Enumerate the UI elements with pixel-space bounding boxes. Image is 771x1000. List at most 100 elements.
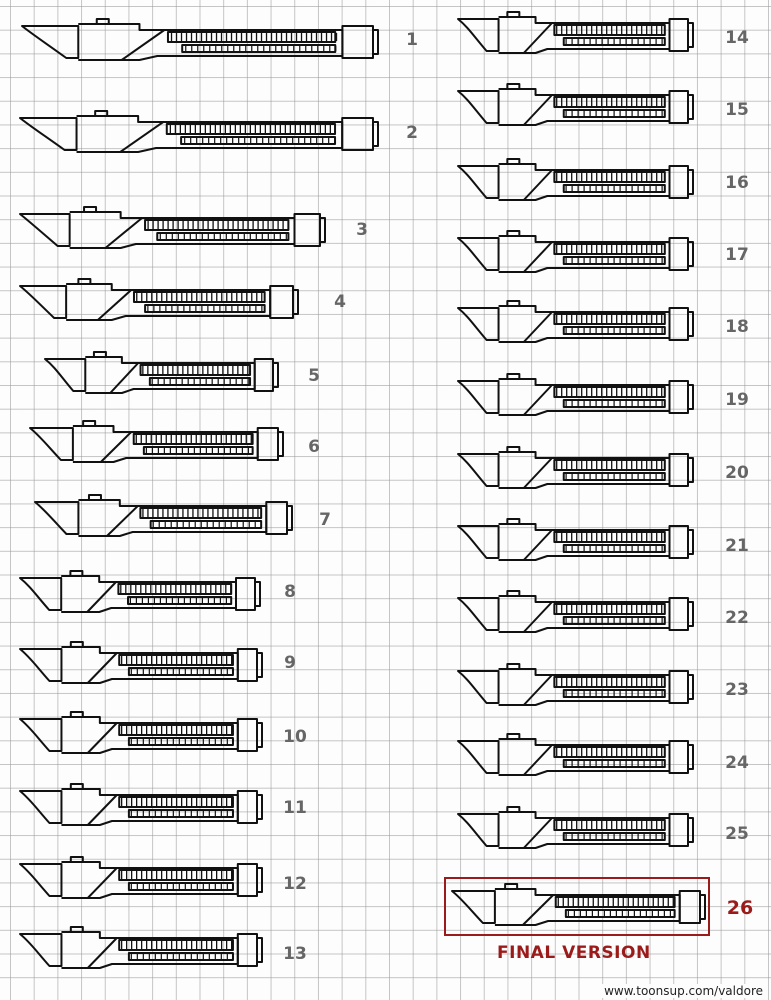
- activator-button: [69, 641, 84, 648]
- body-bevel: [97, 289, 132, 321]
- pommel: [236, 863, 259, 897]
- grip-lower: [127, 882, 234, 891]
- pommel: [265, 501, 288, 535]
- pommel: [256, 427, 280, 461]
- sketch-number: 12: [283, 874, 307, 894]
- hilt-sketch: [457, 230, 694, 273]
- pommel-cap: [256, 794, 263, 820]
- grip-upper: [132, 291, 266, 303]
- grip-lower: [562, 759, 666, 768]
- grip-lower: [562, 184, 666, 193]
- body-bevel: [523, 744, 553, 776]
- hilt-sketch: [457, 83, 694, 126]
- pommel: [668, 380, 689, 414]
- emitter-shape: [44, 358, 87, 392]
- pommel: [236, 790, 259, 824]
- grip-lower: [562, 399, 666, 408]
- emitter-shape: [451, 890, 496, 924]
- body-bevel: [523, 384, 553, 416]
- pommel-cap: [687, 169, 694, 195]
- activator-button: [83, 206, 98, 213]
- pommel-cap: [256, 937, 263, 963]
- hilt-sketch: [457, 518, 694, 561]
- grip-lower: [127, 737, 234, 746]
- grip-upper: [553, 459, 666, 471]
- pommel-cap: [256, 652, 263, 678]
- body-bevel: [523, 457, 553, 489]
- activator-button: [506, 11, 521, 18]
- sketch-number: 9: [284, 653, 296, 673]
- pommel-cap: [286, 505, 293, 531]
- grip-lower: [562, 256, 666, 265]
- body-bevel: [104, 217, 143, 249]
- body-bevel: [87, 867, 118, 899]
- grip-upper: [166, 31, 337, 43]
- activator-button: [69, 711, 84, 718]
- hilt-sketch: [19, 856, 263, 899]
- grip-lower: [562, 544, 666, 553]
- activator-button: [95, 18, 110, 25]
- pommel: [668, 813, 689, 847]
- pommel: [293, 213, 321, 247]
- final-version-label: FINAL VERSION: [497, 943, 651, 963]
- sketch-number: 14: [725, 28, 749, 48]
- grip-upper: [118, 939, 234, 951]
- sketch-number: 7: [319, 510, 331, 530]
- pommel-cap: [372, 121, 379, 147]
- activator-button: [94, 110, 109, 117]
- grip-lower: [127, 952, 234, 961]
- hilt-sketch: [457, 11, 694, 54]
- pommel: [668, 18, 689, 52]
- grip-lower: [180, 136, 337, 145]
- activator-button: [87, 494, 102, 501]
- sketch-number: 5: [308, 366, 320, 386]
- pommel-cap: [687, 529, 694, 555]
- sketch-number: 1: [406, 30, 418, 50]
- grip-lower: [562, 832, 666, 841]
- activator-button: [506, 300, 521, 307]
- hilt-sketch: [19, 110, 379, 153]
- body-bevel: [87, 722, 118, 754]
- pommel-cap: [256, 722, 263, 748]
- hilt-sketch: [21, 18, 379, 61]
- grip-lower: [564, 909, 676, 918]
- activator-button: [506, 518, 521, 525]
- pommel-cap: [687, 457, 694, 483]
- emitter-shape: [457, 453, 500, 487]
- activator-button: [506, 590, 521, 597]
- hilt-sketch: [457, 590, 694, 633]
- body-bevel: [523, 94, 553, 126]
- activator-button: [506, 230, 521, 237]
- grip-lower: [562, 689, 666, 698]
- hilt-sketch: [19, 926, 263, 969]
- emitter-shape: [457, 90, 500, 124]
- hilt-sketch: [457, 663, 694, 706]
- emitter-shape: [457, 813, 500, 847]
- grip-lower: [562, 472, 666, 481]
- grip-lower: [562, 616, 666, 625]
- hilt-sketch: [457, 373, 694, 416]
- body-bevel: [86, 581, 117, 613]
- pommel: [341, 25, 374, 59]
- grip-upper: [118, 869, 234, 881]
- grip-lower: [562, 326, 666, 335]
- sketch-number: 24: [725, 753, 749, 773]
- body-bevel: [523, 817, 553, 849]
- body-bevel: [523, 22, 553, 54]
- body-bevel: [106, 505, 139, 537]
- pommel-cap: [319, 217, 326, 243]
- sketch-number: 13: [283, 944, 307, 964]
- grip-upper: [118, 724, 234, 736]
- emitter-shape: [19, 285, 68, 319]
- hilt-sketch: [451, 883, 706, 926]
- hilt-sketch: [457, 806, 694, 849]
- sketch-number: 22: [725, 608, 749, 628]
- pommel-cap: [687, 674, 694, 700]
- grip-lower: [127, 809, 234, 818]
- grip-upper: [553, 313, 666, 325]
- emitter-shape: [19, 577, 63, 611]
- emitter-shape: [19, 790, 63, 824]
- body-bevel: [87, 794, 118, 826]
- body-bevel: [523, 529, 553, 561]
- final-version-highlight-box: [444, 877, 710, 936]
